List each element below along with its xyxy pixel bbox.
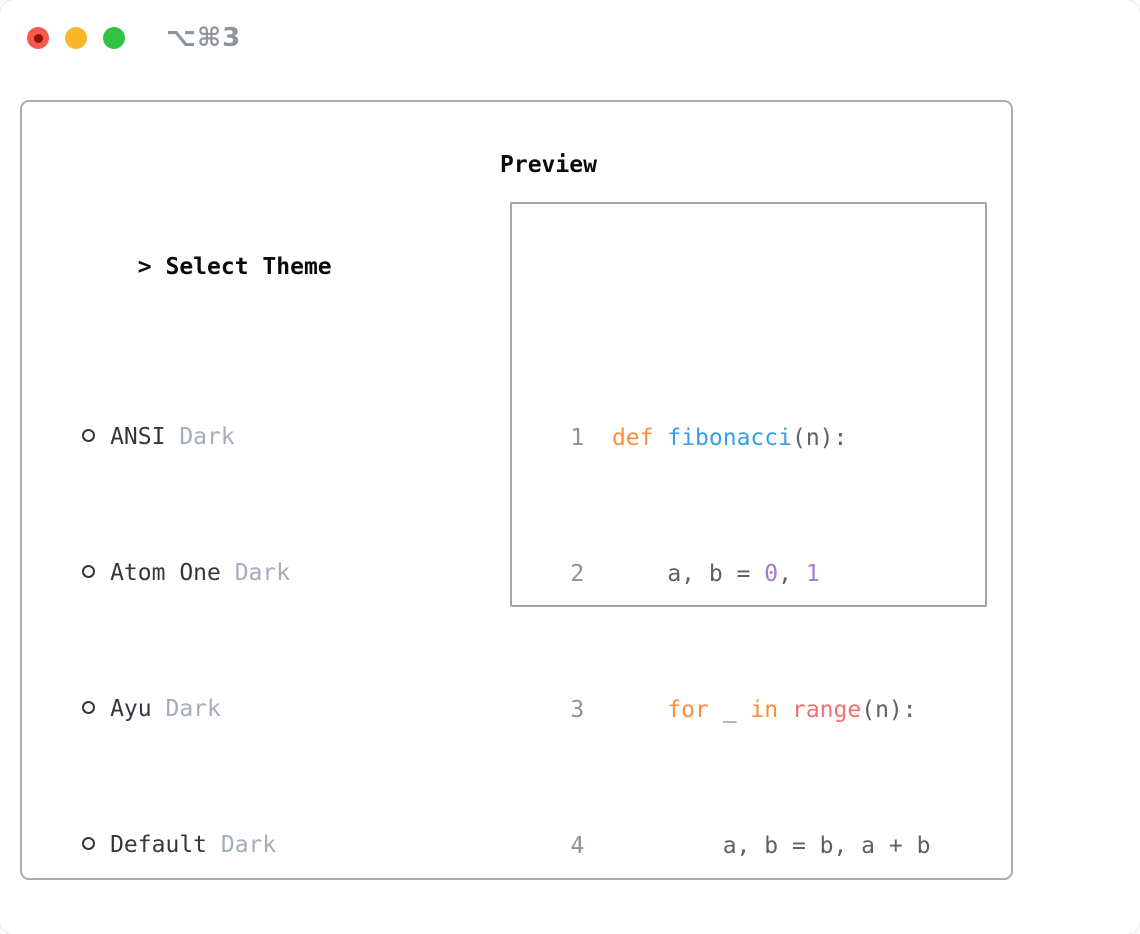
theme-option-variant: Dark [179, 424, 235, 450]
theme-list-title: Select Theme [165, 254, 332, 280]
code-preview: 1 def fibonacci(n): 2 a, b = 0, 1 3 for … [515, 319, 985, 934]
token-keyword: def [611, 425, 654, 451]
preview-box: 1 def fibonacci(n): 2 a, b = 0, 1 3 for … [510, 202, 987, 859]
line-number: 1 [570, 425, 612, 451]
token-plain: _ [708, 697, 751, 723]
token-special: range [791, 697, 862, 723]
token-keyword: for [667, 697, 709, 723]
token-plain: a, b = b, a + b [611, 833, 931, 859]
theme-option-name: Atom One [110, 560, 221, 586]
token-plain: , [778, 561, 806, 587]
code-line: 1 def fibonacci(n): [515, 387, 985, 451]
line-number: 3 [570, 697, 612, 723]
theme-option-dracula[interactable]: DraculaDark [27, 930, 415, 934]
theme-option-variant: Dark [234, 560, 291, 586]
code-line: 3 for _ in range(n): [515, 659, 985, 723]
token-keyword: in [750, 697, 779, 723]
token-function: fibonacci [667, 425, 792, 451]
code-line: 2 a, b = 0, 1 [515, 523, 985, 587]
radio-icon [82, 701, 96, 714]
token-number: 0 [764, 561, 779, 587]
titlebar: ⌥⌘3 [0, 0, 1140, 76]
theme-option-atom-one[interactable]: Atom One Dark [27, 522, 415, 586]
theme-option-name: Ayu [110, 696, 152, 722]
maximize-button[interactable] [103, 27, 125, 49]
theme-option-default[interactable]: Default Dark [27, 794, 415, 858]
theme-option-ayu[interactable]: Ayu Dark [27, 658, 415, 722]
theme-option-variant: Dark [220, 832, 277, 858]
token-plain [778, 697, 792, 723]
line-number: 4 [570, 833, 612, 859]
code-text: a, b = 0, 1 [611, 561, 820, 587]
theme-option-ansi[interactable]: ANSI Dark [27, 386, 415, 450]
token-plain: (n): [791, 425, 848, 451]
record-dot-icon [33, 33, 43, 43]
theme-option-name: ANSI [110, 424, 166, 450]
close-button[interactable] [27, 27, 49, 49]
theme-option-variant: Dark [165, 696, 221, 722]
token-plain: a, b = [611, 561, 765, 587]
line-number: 2 [570, 561, 612, 587]
theme-list-header: > Select Theme [27, 216, 415, 280]
code-text: def fibonacci(n): [612, 425, 847, 451]
token-plain: (n): [861, 697, 917, 723]
radio-icon [82, 837, 96, 850]
code-text: for _ in range(n): [612, 697, 917, 723]
theme-option-name: Default [110, 832, 208, 858]
code-text: a, b = b, a + b [612, 833, 931, 859]
minimize-button[interactable] [65, 27, 87, 49]
radio-icon [82, 429, 96, 442]
token-number: 1 [805, 561, 820, 587]
window-title: ⌥⌘3 [166, 23, 242, 53]
token-plain [612, 697, 667, 723]
radio-icon [82, 565, 96, 578]
token-plain [653, 425, 667, 451]
code-line: 4 a, b = b, a + b [515, 795, 985, 859]
preview-title: Preview [500, 152, 597, 178]
focus-caret-icon: > [137, 254, 152, 280]
